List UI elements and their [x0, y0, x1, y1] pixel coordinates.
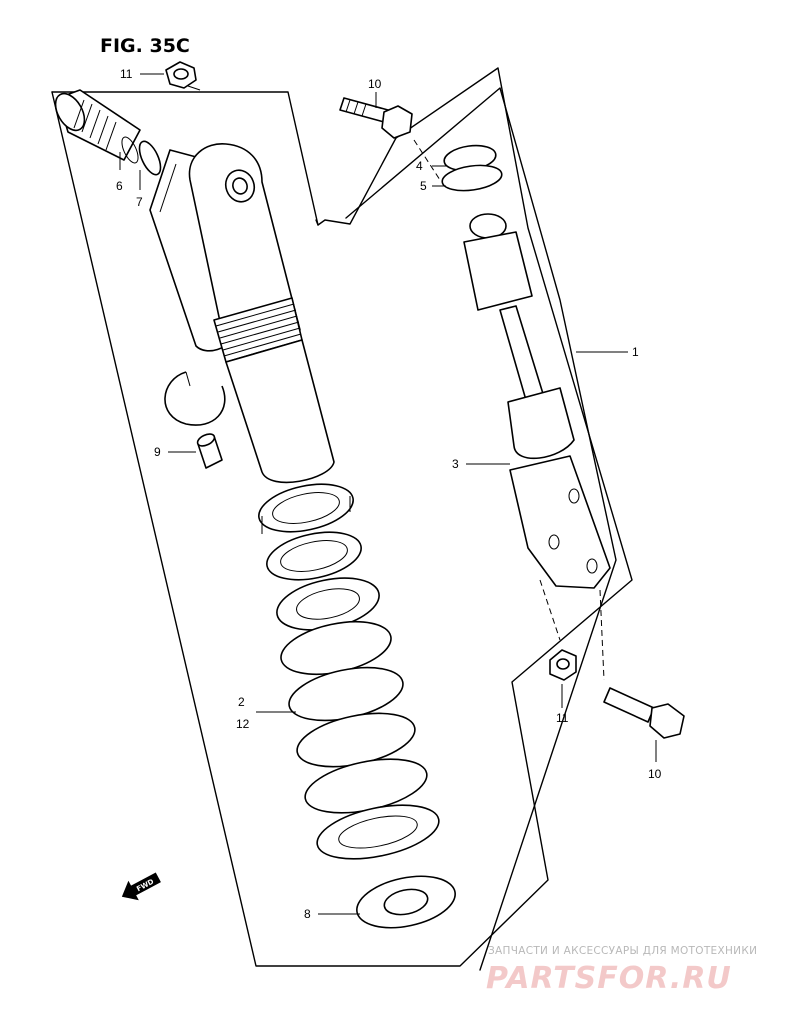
part-6-adjuster — [54, 89, 141, 161]
shock-body — [188, 143, 335, 484]
callout-11-top: 11 — [120, 67, 133, 81]
leader-lines — [119, 73, 657, 915]
part-3-clevis-bracket — [509, 455, 611, 589]
part-1-shock-rod — [463, 213, 575, 460]
callout-6: 6 — [116, 179, 123, 193]
part-11-nut-bottom — [549, 649, 577, 681]
watermark: ЗАПЧАСТИ И АКСЕССУАРЫ ДЛЯ МОТОТЕХНИКИ PA… — [486, 945, 757, 996]
callout-4: 4 — [416, 159, 423, 173]
part-10-bolt-bottom — [603, 687, 685, 739]
part-7-o-ring — [121, 136, 162, 176]
part-10-bolt-top — [339, 97, 413, 139]
alignment-lines — [413, 139, 605, 681]
callout-7: 7 — [136, 195, 143, 209]
callout-8: 8 — [304, 907, 311, 921]
watermark-tagline: ЗАПЧАСТИ И АКСЕССУАРЫ ДЛЯ МОТОТЕХНИКИ — [488, 945, 757, 957]
callout-9: 9 — [154, 445, 161, 459]
part-4-5-rings — [441, 144, 503, 192]
callout-11-bottom: 11 — [556, 711, 569, 725]
assembly-boundary — [51, 67, 633, 971]
part-2-spring — [276, 577, 440, 860]
snap-ring — [164, 371, 226, 426]
callout-12: 12 — [236, 717, 250, 731]
watermark-logo: PARTSFOR.RU — [486, 961, 732, 996]
part-9-valve-cap — [196, 433, 223, 469]
spring-adjuster-nuts — [258, 483, 362, 581]
fwd-label: FWD — [135, 877, 155, 893]
figure-title: FIG. 35C — [100, 35, 190, 57]
callout-10-top: 10 — [368, 77, 382, 91]
callout-10-bottom: 10 — [648, 767, 662, 781]
fwd-arrow-icon: FWD — [121, 872, 161, 901]
callout-5: 5 — [420, 179, 427, 193]
part-11-nut-top — [165, 61, 201, 91]
callout-labels: 11 10 4 5 6 7 1 3 9 2 12 8 11 10 — [116, 67, 662, 921]
callout-3: 3 — [452, 457, 459, 471]
callout-1: 1 — [632, 345, 639, 359]
part-8-spring-seat — [356, 875, 456, 929]
callout-2: 2 — [238, 695, 245, 709]
